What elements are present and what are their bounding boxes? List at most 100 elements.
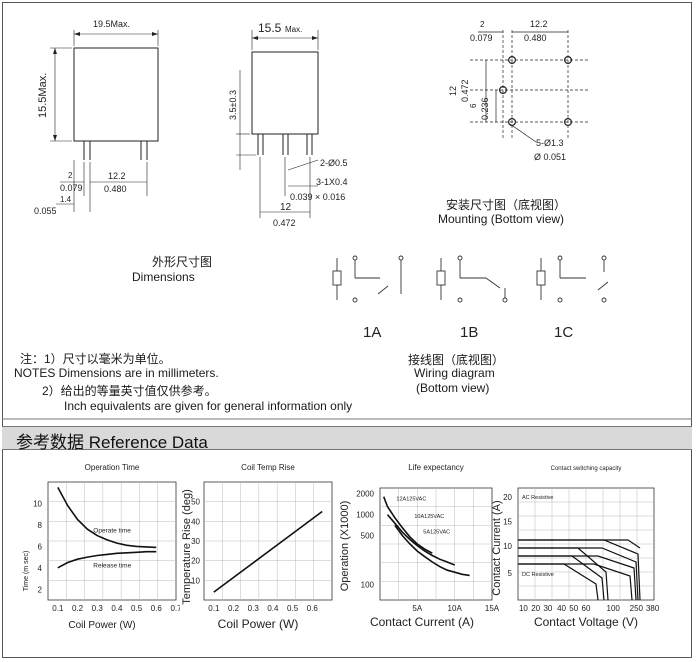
mount-v-pitch-in: 0.472 [460, 79, 470, 102]
side-pin-length: 3.5±0.3 [228, 90, 238, 120]
x-tick-label: 10 [519, 604, 528, 613]
side-pitch: 12 [280, 202, 292, 213]
mount-hole: 5-Ø1.3 [536, 138, 564, 148]
series-label-operate: Operate time [93, 528, 131, 535]
y-axis-label: Contact Current (A) [491, 500, 503, 595]
side-pitch-in: 0.472 [273, 218, 296, 228]
x-tick-label: 10A [448, 604, 463, 613]
chart-title: Life expectancy [408, 463, 464, 472]
mount-pitch: 12.2 [530, 19, 548, 29]
series-label-release: Release time [93, 562, 131, 569]
x-tick-label: 60 [582, 604, 591, 613]
x-tick-label: 0.4 [111, 604, 123, 613]
dims-title-en: Dimensions [132, 270, 195, 284]
y-tick-label: 2 [38, 585, 43, 594]
y-tick-label: 30 [191, 537, 200, 546]
dim-pin-pitch: 12.2 [108, 171, 126, 181]
x-tick-label: 40 [557, 604, 566, 613]
series-line-2 [394, 524, 470, 577]
x-tick-label: 100 [607, 604, 621, 613]
note-line2-en: Inch equivalents are given for general i… [64, 399, 353, 413]
wiring-1b [436, 255, 508, 303]
series-label-10a: 10A125VAC [414, 514, 444, 520]
note-line2-cn: 2）给出的等量英寸值仅供参考。 [42, 384, 217, 398]
wiring-label-1a: 1A [363, 324, 381, 341]
side-pin-dia: 2-Ø0.5 [320, 158, 348, 168]
mount-v-half: 6 [469, 103, 478, 108]
y-tick-label: 100 [361, 580, 375, 589]
x-axis-label: Contact Current (A) [370, 615, 474, 629]
y-tick-label: 10 [191, 576, 200, 585]
side-width: 15.5 [258, 21, 282, 35]
mount-v-pitch: 12 [448, 86, 458, 96]
series-label-5a: 5A125VAC [423, 530, 450, 536]
series-line-0 [57, 487, 157, 549]
x-axis-label: Coil Power (W) [68, 620, 135, 631]
x-tick-label: 0.1 [208, 604, 220, 613]
capacity-line-4 [518, 539, 641, 549]
x-tick-label: 0.6 [307, 604, 319, 613]
x-tick-label: 250 [630, 604, 644, 613]
wiring-1a [332, 255, 404, 303]
x-axis-label: Contact Voltage (V) [534, 615, 638, 629]
y-tick-label: 8 [38, 521, 43, 530]
x-tick-label: 50 [569, 604, 578, 613]
dim-pin-gap-in: 0.079 [60, 183, 83, 193]
mounting-title-en: Mounting (Bottom view) [438, 212, 565, 226]
reference-data-bar: 参考数据 Reference Data [2, 426, 692, 452]
x-tick-label: 0.1 [52, 604, 64, 613]
wiring-title-en: Wiring diagram [414, 366, 495, 380]
x-tick-label: 0.6 [151, 604, 163, 613]
dim-pin-gap: 2 [68, 171, 73, 180]
y-tick-label: 15 [503, 518, 512, 527]
x-tick-label: 0.2 [72, 604, 84, 613]
mount-gap-in: 0.079 [470, 33, 493, 43]
front-view-drawing [50, 30, 159, 212]
mount-v-half-in: 0.236 [480, 97, 490, 120]
side-width-suffix: Max. [285, 25, 302, 34]
y-tick-label: 40 [191, 517, 200, 526]
y-tick-label: 5 [508, 569, 513, 578]
x-tick-label: 5A [412, 604, 422, 613]
series-line-1 [57, 550, 157, 569]
x-tick-label: 0.4 [267, 604, 279, 613]
capacity-line-7 [518, 563, 599, 601]
mounting-drawing [470, 30, 590, 143]
dims-title-cn: 外形尺寸图 [152, 255, 213, 269]
capacity-line-2 [518, 555, 637, 601]
chart-title: Coil Temp Rise [241, 463, 295, 472]
y-tick-label: 1000 [356, 511, 374, 520]
capacity-line-5 [518, 547, 609, 601]
mount-hole-in: Ø 0.051 [534, 152, 566, 162]
chart-title: Contact switching capacity [551, 466, 622, 472]
series-label-12a: 12A125VAC [396, 497, 426, 503]
y-tick-label: 50 [191, 498, 200, 507]
y-tick-label: 20 [503, 493, 512, 502]
mount-gap: 2 [480, 20, 485, 29]
x-tick-label: 0.3 [92, 604, 104, 613]
x-tick-label: 30 [543, 604, 552, 613]
y-axis-label: Time (m sec) [23, 551, 30, 592]
chart-title: Operation Time [85, 463, 140, 472]
x-tick-label: 15A [485, 604, 500, 613]
x-axis-label: Coil Power (W) [218, 617, 299, 631]
wiring-title-en2: (Bottom view) [416, 381, 490, 395]
drawings-panel: 19.5Max. 15.5Max. 2 0.079 12.2 0.480 1.4… [2, 19, 692, 420]
side-pin-rect: 3-1X0.4 [316, 177, 348, 187]
x-tick-label: 0.2 [228, 604, 240, 613]
y-tick-label: 500 [361, 532, 375, 541]
x-tick-label: 20 [531, 604, 540, 613]
annotation-ac-resistive: AC Resistive [522, 495, 553, 501]
x-tick-label: 0.7 [170, 604, 180, 613]
x-tick-label: 380 [646, 604, 660, 613]
y-tick-label: 6 [38, 542, 43, 551]
note-line1-cn: 注：1）尺寸以毫米为单位。 [20, 352, 171, 366]
series-line-0 [382, 496, 433, 554]
y-axis-label: Operation (X1000) [339, 501, 351, 592]
note-line1-en: NOTES Dimensions are in millimeters. [14, 366, 219, 380]
capacity-line-6 [518, 555, 605, 601]
y-tick-label: 10 [503, 542, 512, 551]
